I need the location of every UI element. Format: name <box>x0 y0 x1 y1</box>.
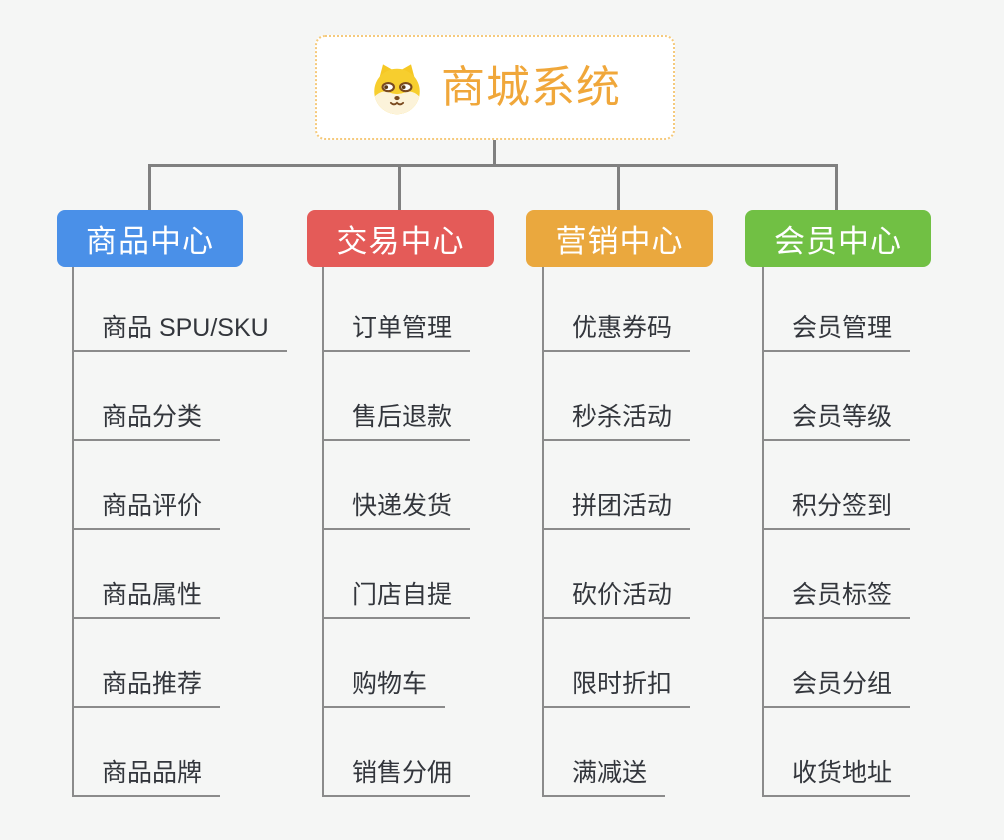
topic-member-level[interactable]: 会员等级 <box>764 352 911 441</box>
topic-member-management[interactable]: 会员管理 <box>764 267 911 352</box>
topic-product-category[interactable]: 商品分类 <box>74 352 221 441</box>
root-node-mall-system[interactable]: 商城系统 <box>315 35 675 140</box>
topic-order-management[interactable]: 订单管理 <box>324 267 471 352</box>
topic-coupon-code[interactable]: 优惠券码 <box>544 267 691 352</box>
connector-drop-product <box>148 164 151 210</box>
connector-drop-trade <box>398 164 401 210</box>
branch-label: 交易中心 <box>336 224 465 259</box>
branch-node-trade-center[interactable]: 交易中心 <box>307 210 494 267</box>
topic-full-reduction[interactable]: 满减送 <box>544 708 666 797</box>
topic-express-delivery[interactable]: 快递发货 <box>324 441 471 530</box>
topic-aftersale-refund[interactable]: 售后退款 <box>324 352 471 441</box>
branch-node-marketing-center[interactable]: 营销中心 <box>526 210 713 267</box>
topic-shopping-cart[interactable]: 购物车 <box>324 619 446 708</box>
topic-product-attribute[interactable]: 商品属性 <box>74 530 221 619</box>
topic-product-recommend[interactable]: 商品推荐 <box>74 619 221 708</box>
topic-bargain-activity[interactable]: 砍价活动 <box>544 530 691 619</box>
connector-drop-member <box>835 164 838 210</box>
topic-flash-sale[interactable]: 秒杀活动 <box>544 352 691 441</box>
connector-root-stem <box>493 140 496 166</box>
topic-product-brand[interactable]: 商品品牌 <box>74 708 221 797</box>
branch-node-member-center[interactable]: 会员中心 <box>745 210 931 267</box>
topic-shipping-address[interactable]: 收货地址 <box>764 708 911 797</box>
root-title: 商城系统 <box>441 62 621 112</box>
branch-label: 商品中心 <box>86 224 214 259</box>
topic-product-spu-sku[interactable]: 商品 SPU/SKU <box>74 267 287 352</box>
branch-node-product-center[interactable]: 商品中心 <box>57 210 243 267</box>
topic-sales-commission[interactable]: 销售分佣 <box>324 708 471 797</box>
topic-points-checkin[interactable]: 积分签到 <box>764 441 911 530</box>
topic-column-trade: 订单管理 售后退款 快递发货 门店自提 购物车 销售分佣 <box>322 267 471 797</box>
topic-column-member: 会员管理 会员等级 积分签到 会员标签 会员分组 收货地址 <box>762 267 911 797</box>
topic-member-tag[interactable]: 会员标签 <box>764 530 911 619</box>
topic-group-buy[interactable]: 拼团活动 <box>544 441 691 530</box>
topic-store-pickup[interactable]: 门店自提 <box>324 530 471 619</box>
connector-drop-marketing <box>617 164 620 210</box>
branch-label: 会员中心 <box>774 224 902 259</box>
connector-branch-bar <box>148 164 838 167</box>
topic-column-marketing: 优惠券码 秒杀活动 拼团活动 砍价活动 限时折扣 满减送 <box>542 267 691 797</box>
branch-label: 营销中心 <box>555 224 684 259</box>
topic-column-product: 商品 SPU/SKU 商品分类 商品评价 商品属性 商品推荐 商品品牌 <box>72 267 287 797</box>
topic-limited-time-discount[interactable]: 限时折扣 <box>544 619 691 708</box>
topic-product-review[interactable]: 商品评价 <box>74 441 221 530</box>
topic-member-group[interactable]: 会员分组 <box>764 619 911 708</box>
dog-face-icon <box>374 63 420 114</box>
